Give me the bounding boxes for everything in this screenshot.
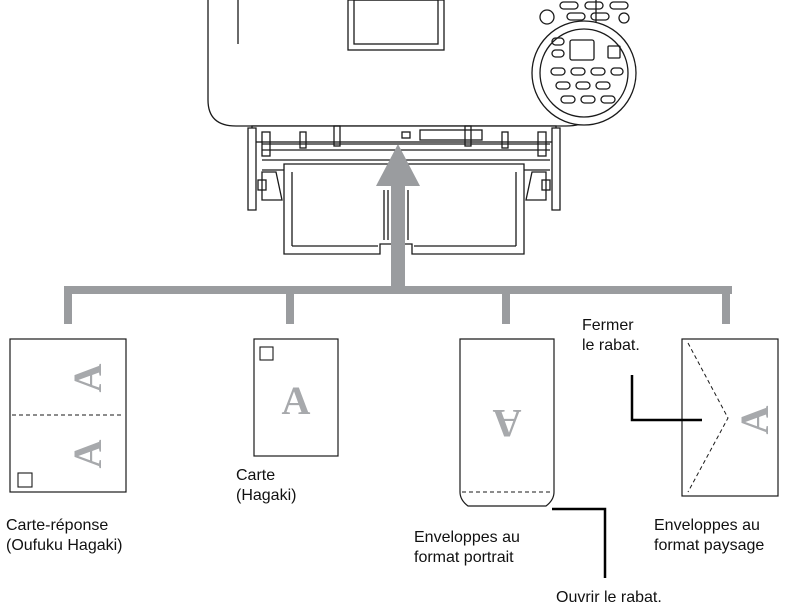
callout-open-flap: Ouvrir le rabat.	[556, 589, 662, 606]
svg-text:A: A	[732, 405, 777, 434]
top-buttons	[539, 1, 630, 25]
svg-text:A: A	[65, 363, 110, 392]
label-return-postcard: Carte-réponse (Oufuku Hagaki)	[6, 517, 123, 554]
svg-text:A: A	[492, 401, 521, 446]
portrait-envelope-icon: A	[459, 338, 555, 507]
tray-housing	[247, 125, 561, 211]
feed-connector	[64, 144, 732, 324]
stamp-box-icon	[259, 346, 274, 361]
output-slot	[347, 0, 445, 51]
label-portrait-envelope: Enveloppes au format portrait	[414, 529, 520, 566]
feed-arrow-icon	[376, 144, 420, 186]
label-postcard: Carte (Hagaki)	[236, 467, 297, 504]
stamp-box-icon	[17, 472, 33, 488]
oufuku-hagaki-card-icon: A A	[9, 338, 127, 493]
svg-text:A: A	[65, 439, 110, 468]
callout-leaders	[552, 375, 702, 578]
hagaki-card-icon: A	[253, 338, 339, 457]
label-landscape-envelope: Enveloppes au format paysage	[654, 517, 765, 554]
close-flap-leader	[630, 375, 702, 422]
svg-text:A: A	[282, 378, 311, 423]
printer-illustration	[207, 0, 637, 255]
callout-close-flap: Fermer le rabat.	[582, 317, 640, 354]
landscape-envelope-icon: A	[681, 338, 779, 497]
control-panel-dial	[531, 20, 637, 126]
open-flap-leader	[552, 507, 607, 578]
